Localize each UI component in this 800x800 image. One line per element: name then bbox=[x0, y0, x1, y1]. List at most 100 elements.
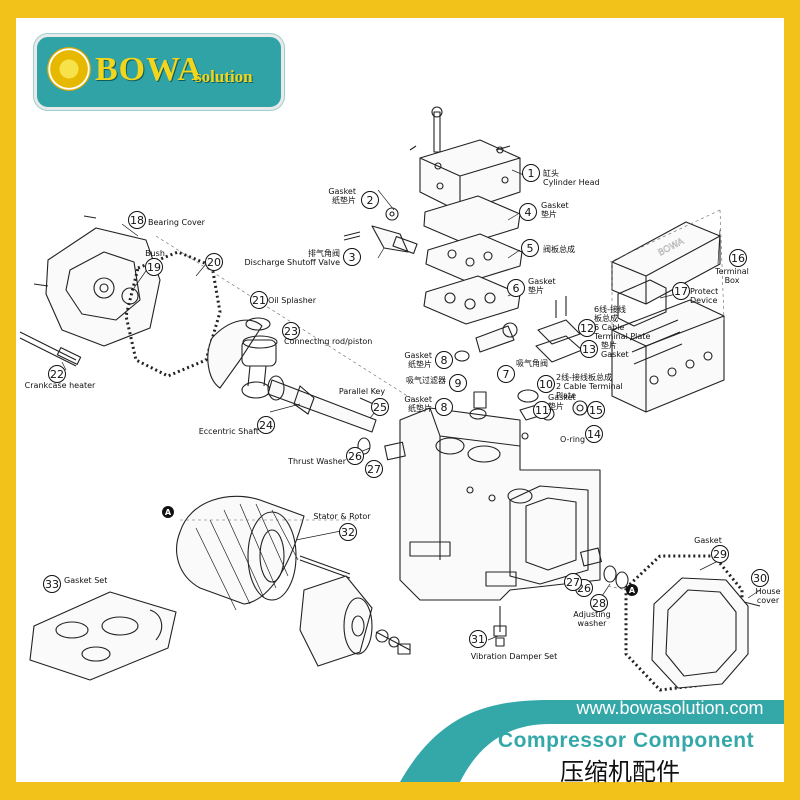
callout-number: 32 bbox=[341, 526, 355, 539]
suction-valve-drawing bbox=[454, 322, 588, 421]
oil-splasher-drawing bbox=[207, 317, 278, 399]
callout-circle bbox=[435, 351, 453, 369]
component-title-zh: 压缩机配件 bbox=[560, 758, 680, 786]
callout-number: 8 bbox=[441, 401, 448, 414]
brand-suffix: solution bbox=[195, 67, 253, 86]
callout-caption: 板总成 bbox=[594, 313, 618, 323]
callout-circle bbox=[578, 319, 596, 337]
callout-caption: 6线-接线 bbox=[594, 304, 626, 314]
thrust-washer-drawing bbox=[121, 287, 406, 461]
callout-p20: 20 bbox=[205, 253, 223, 271]
terminal-box-drawing: BOWA bbox=[611, 221, 725, 413]
callout-number: 9 bbox=[455, 377, 462, 390]
callout-number: 2 bbox=[367, 194, 374, 207]
callout-p33: 33 Gasket Set bbox=[43, 575, 107, 593]
callout-number: 23 bbox=[284, 325, 298, 338]
callout-caption: Gasket bbox=[404, 395, 432, 404]
callout-circle bbox=[282, 322, 300, 340]
callout-circle bbox=[711, 545, 729, 563]
callout-caption: 垫片 bbox=[528, 285, 544, 295]
callout-number: 24 bbox=[259, 419, 273, 432]
callout-caption: 纸垫片 bbox=[408, 359, 432, 369]
callout-caption: Gasket bbox=[694, 536, 722, 545]
callout-caption: Gasket bbox=[328, 187, 356, 196]
callout-caption: Terminal bbox=[714, 267, 749, 276]
callout-circle bbox=[533, 401, 551, 419]
marker-label: A bbox=[165, 508, 172, 517]
callout-circle bbox=[48, 365, 66, 383]
callout-circle bbox=[729, 249, 747, 267]
marker-dot bbox=[162, 506, 174, 518]
callout-number: 30 bbox=[753, 572, 767, 585]
vibration-damper-drawing bbox=[493, 606, 507, 647]
callout-caption: Parallel Key bbox=[339, 387, 385, 396]
callout-circle bbox=[469, 630, 487, 648]
callout-circle bbox=[564, 573, 582, 591]
callout-circle bbox=[580, 340, 598, 358]
callout-circle bbox=[672, 282, 690, 300]
callout-caption: Gasket bbox=[548, 393, 576, 402]
callout-number: 22 bbox=[50, 368, 64, 381]
callout-number: 13 bbox=[582, 343, 596, 356]
callout-caption: Gasket Set bbox=[64, 576, 107, 585]
callout-number: 1 bbox=[528, 167, 535, 180]
callout-circle bbox=[590, 594, 608, 612]
bearing-cover-drawing bbox=[33, 215, 161, 347]
adjusting-washer-drawing bbox=[580, 547, 629, 589]
callout-caption: Vibration Damper Set bbox=[471, 652, 557, 661]
component-title-en: Compressor Component bbox=[497, 729, 755, 752]
brand-logo: BOWA solution bbox=[34, 34, 284, 110]
callout-number: 27 bbox=[566, 576, 580, 589]
callout-circle bbox=[585, 425, 603, 443]
brand-name: BOWA bbox=[95, 51, 203, 88]
callout-circle bbox=[435, 398, 453, 416]
marker-dot bbox=[626, 584, 638, 596]
callout-p32: 32 Stator & Rotor bbox=[313, 512, 371, 541]
callout-circle bbox=[257, 416, 275, 434]
discharge-valve-drawing bbox=[343, 207, 418, 255]
cylinder-head-drawing bbox=[409, 106, 521, 213]
callout-caption: O-ring bbox=[560, 435, 585, 444]
callout-circle bbox=[519, 203, 537, 221]
callout-caption: Protect bbox=[690, 287, 718, 296]
marker-a1: A bbox=[162, 506, 174, 518]
callout-caption: Gasket bbox=[601, 350, 629, 359]
callout-number: 10 bbox=[539, 378, 553, 391]
callout-caption: washer bbox=[578, 619, 608, 628]
callout-circle bbox=[346, 447, 364, 465]
callout-caption: Stator & Rotor bbox=[313, 512, 371, 521]
callout-number: 33 bbox=[45, 578, 59, 591]
callout-circle bbox=[145, 258, 163, 276]
callout-number: 17 bbox=[674, 285, 688, 298]
callout-number: 19 bbox=[147, 261, 161, 274]
callout-circle bbox=[507, 279, 525, 297]
callout-caption: Bush bbox=[145, 249, 165, 258]
callout-number: 8 bbox=[441, 354, 448, 367]
callout-caption: Crankcase heater bbox=[25, 381, 96, 390]
callout-p14: 14O-ring bbox=[560, 425, 603, 444]
callout-number: 5 bbox=[527, 242, 534, 255]
crankcase-body-drawing bbox=[399, 407, 601, 601]
callout-caption: House bbox=[755, 587, 780, 596]
callout-caption: Plate bbox=[556, 391, 576, 400]
callout-number: 20 bbox=[207, 256, 221, 269]
callout-number: 16 bbox=[731, 252, 745, 265]
callout-caption: 6 Cable bbox=[594, 323, 624, 332]
callout-circle bbox=[361, 191, 379, 209]
callout-caption: 吸气角阀 bbox=[516, 358, 548, 368]
